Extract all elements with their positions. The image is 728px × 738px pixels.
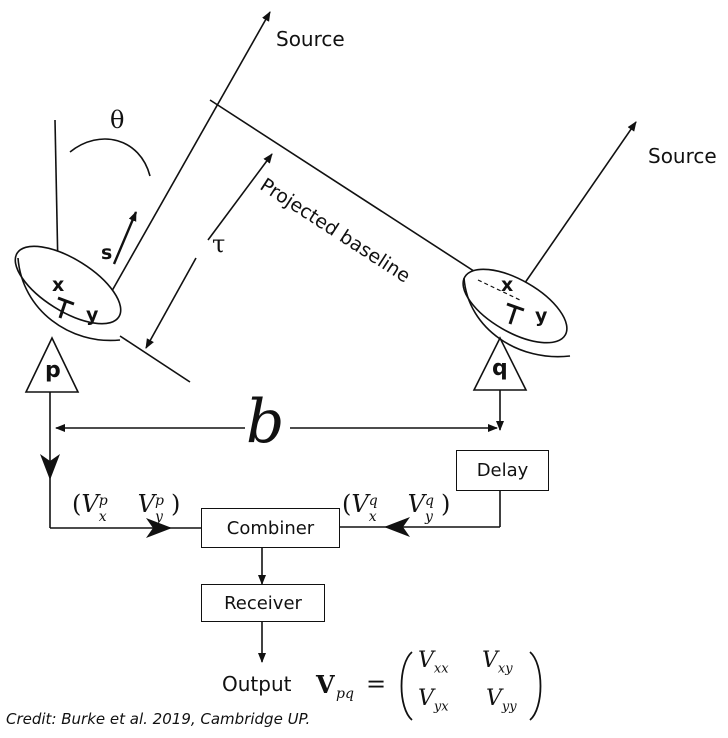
output-lhs-sub: pq xyxy=(336,686,354,702)
matrix-m22: Vyy xyxy=(486,686,517,715)
antenna-p-label: p xyxy=(45,358,61,383)
combiner-box: Combiner xyxy=(201,508,340,548)
y-label-right: y xyxy=(535,305,548,327)
source-label-right: Source xyxy=(648,144,717,168)
wavefront-line xyxy=(119,335,191,383)
baseline-b-label: b xyxy=(246,387,285,457)
s-vector-arrow xyxy=(112,211,138,265)
source-label-left: Source xyxy=(276,27,345,51)
source-ray-left xyxy=(99,11,271,313)
zenith-line xyxy=(54,119,59,271)
output-equals: = xyxy=(366,670,387,698)
tau-arrow-lower xyxy=(145,257,197,349)
source-ray-right xyxy=(519,121,637,291)
tau-arrow xyxy=(207,153,273,241)
matrix-m11: Vxx xyxy=(418,648,449,677)
projected-baseline-line xyxy=(209,99,501,289)
theta-label: θ xyxy=(110,106,125,134)
y-label-left: y xyxy=(86,304,99,326)
x-label-left: x xyxy=(52,274,65,296)
receiver-box: Receiver xyxy=(201,584,325,622)
output-label: Output xyxy=(222,672,292,696)
output-lhs-v: V xyxy=(316,670,335,699)
delay-box: Delay xyxy=(456,450,549,491)
credit-text: Credit: Burke et al. 2019, Cambridge UP. xyxy=(6,710,311,728)
matrix-m21: Vyx xyxy=(418,686,449,715)
theta-arc xyxy=(69,138,151,177)
x-label-right: x xyxy=(501,274,514,296)
matrix-m12: Vxy xyxy=(482,648,513,677)
antenna-q-label: q xyxy=(492,356,508,381)
s-label: s xyxy=(101,242,113,264)
antenna-p-dish xyxy=(14,245,122,342)
tau-label: τ xyxy=(212,230,226,258)
antenna-p-pedestal xyxy=(24,336,80,393)
